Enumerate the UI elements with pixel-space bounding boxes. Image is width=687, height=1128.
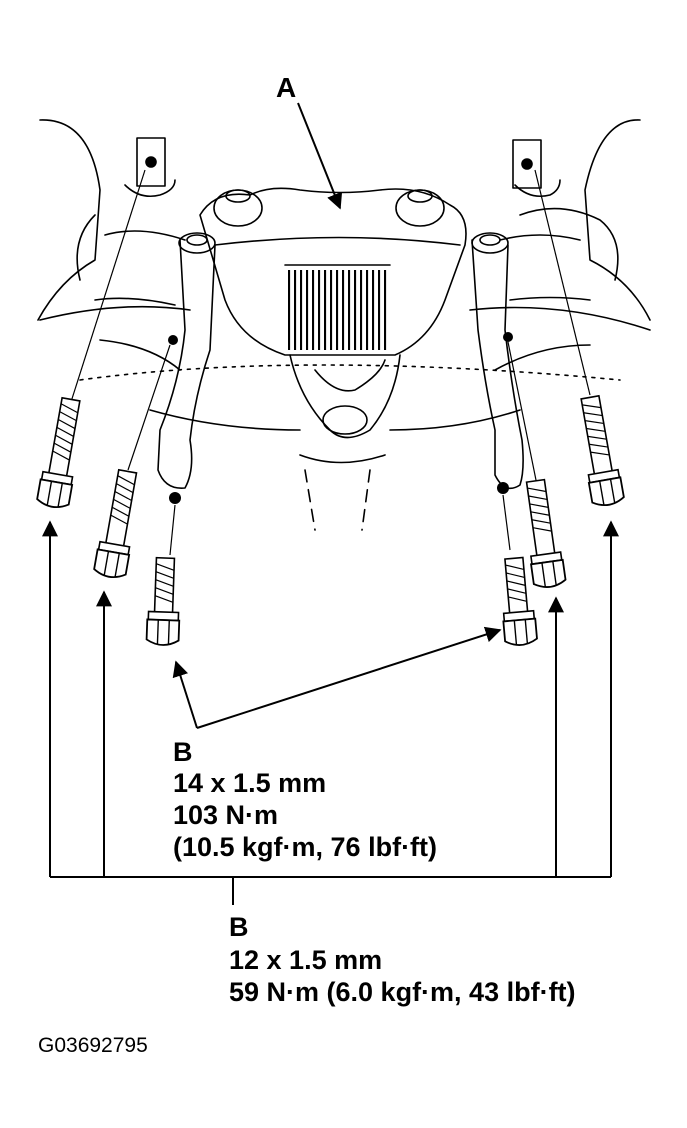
bolt-long-left-outer — [36, 396, 81, 509]
figure-id: G03692795 — [38, 1034, 148, 1057]
callout-a-label: A — [276, 72, 297, 103]
bolt-long-right-outer — [580, 394, 625, 507]
right-upper-bolt-hole — [503, 332, 513, 342]
callout-b-upper-torque: 103 N·m — [173, 800, 279, 830]
right-foot-bolt-hole — [497, 482, 509, 494]
left-foot-bolt-hole — [169, 492, 181, 504]
callout-b-lower-letter: B — [229, 912, 249, 942]
callout-b-upper-bolt-size: 14 x 1.5 mm — [173, 768, 327, 798]
callout-b-upper-leaders — [172, 626, 502, 729]
left-upper-bolt-hole — [168, 335, 178, 345]
callout-b-lower-leaders — [42, 520, 619, 905]
bolt-short-left — [145, 556, 181, 646]
bolt-alignment-lines — [69, 169, 591, 556]
callout-b-upper-letter: B — [173, 737, 193, 767]
callout-b-lower-bolt-size: 12 x 1.5 mm — [229, 945, 383, 975]
bolt-long-left-inner — [93, 468, 138, 579]
callout-b-upper-torque-alt: (10.5 kgf·m, 76 lbf·ft) — [173, 832, 438, 862]
callout-b-lower-torque: 59 N·m (6.0 kgf·m, 43 lbf·ft) — [229, 977, 576, 1007]
bolt-long-right-inner — [525, 478, 567, 588]
callout-a-leader — [297, 102, 343, 210]
bolt-short-right — [502, 556, 538, 646]
rear-subframe-illustration — [37, 119, 651, 531]
